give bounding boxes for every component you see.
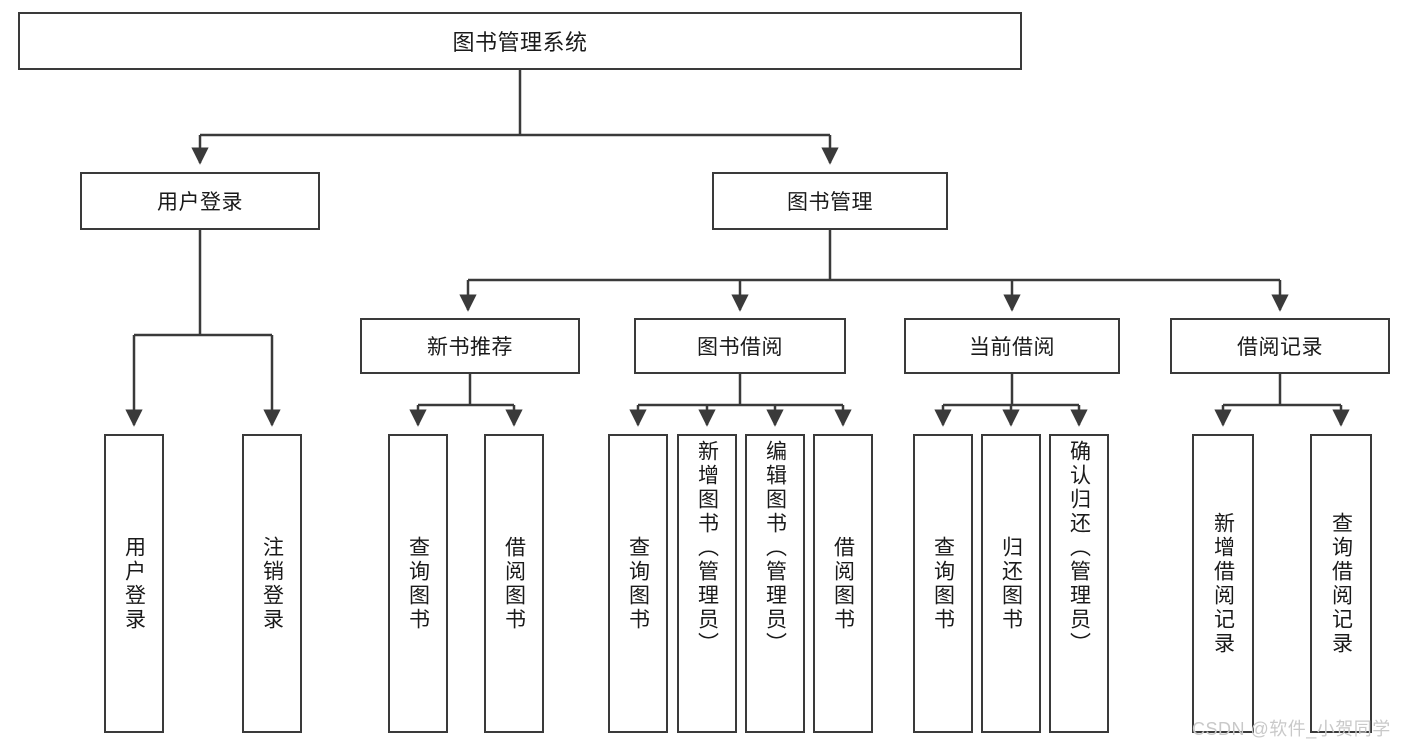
node-current-borrow[interactable]: 当前借阅 — [904, 318, 1120, 374]
csdn-watermark: CSDN @软件_小贺同学 — [1192, 719, 1391, 739]
node-leaf-query-book-2-label: 查询图书 — [626, 535, 650, 632]
node-new-book-recommend[interactable]: 新书推荐 — [360, 318, 580, 374]
node-leaf-user-login[interactable]: 用户登录 — [104, 434, 164, 733]
node-leaf-edit-book-admin-label: 编辑图书（管理员） — [763, 440, 787, 656]
node-leaf-borrow-book-2[interactable]: 借阅图书 — [813, 434, 873, 733]
node-user-login-label: 用户登录 — [157, 191, 243, 214]
node-leaf-query-book-1-label: 查询图书 — [406, 535, 430, 632]
node-book-borrow-label: 图书借阅 — [697, 336, 783, 359]
node-leaf-user-login-label: 用户登录 — [122, 535, 146, 632]
node-leaf-query-book-2[interactable]: 查询图书 — [608, 434, 668, 733]
node-leaf-return-book[interactable]: 归还图书 — [981, 434, 1041, 733]
node-leaf-confirm-return-admin[interactable]: 确认归还（管理员） — [1049, 434, 1109, 733]
node-user-login[interactable]: 用户登录 — [80, 172, 320, 230]
node-leaf-add-borrow-record-label: 新增借阅记录 — [1211, 511, 1235, 656]
node-root[interactable]: 图书管理系统 — [18, 12, 1022, 70]
node-book-manage-label: 图书管理 — [787, 191, 873, 214]
node-root-label: 图书管理系统 — [452, 30, 588, 55]
node-leaf-borrow-book-1-label: 借阅图书 — [502, 535, 526, 632]
node-leaf-query-book-3[interactable]: 查询图书 — [913, 434, 973, 733]
node-borrow-record[interactable]: 借阅记录 — [1170, 318, 1390, 374]
node-leaf-add-book-admin[interactable]: 新增图书（管理员） — [677, 434, 737, 733]
node-leaf-user-logout[interactable]: 注销登录 — [242, 434, 302, 733]
node-borrow-record-label: 借阅记录 — [1237, 336, 1323, 359]
node-leaf-add-borrow-record[interactable]: 新增借阅记录 — [1192, 434, 1254, 733]
node-book-manage[interactable]: 图书管理 — [712, 172, 948, 230]
node-new-book-recommend-label: 新书推荐 — [427, 336, 513, 359]
node-leaf-query-book-3-label: 查询图书 — [931, 535, 955, 632]
node-leaf-add-book-admin-label: 新增图书（管理员） — [695, 440, 719, 656]
node-leaf-edit-book-admin[interactable]: 编辑图书（管理员） — [745, 434, 805, 733]
node-current-borrow-label: 当前借阅 — [969, 336, 1055, 359]
node-leaf-borrow-book-2-label: 借阅图书 — [831, 535, 855, 632]
node-leaf-query-borrow-record-label: 查询借阅记录 — [1329, 511, 1353, 656]
node-leaf-borrow-book-1[interactable]: 借阅图书 — [484, 434, 544, 733]
node-leaf-query-book-1[interactable]: 查询图书 — [388, 434, 448, 733]
node-leaf-user-logout-label: 注销登录 — [260, 535, 284, 632]
node-leaf-query-borrow-record[interactable]: 查询借阅记录 — [1310, 434, 1372, 733]
node-book-borrow[interactable]: 图书借阅 — [634, 318, 846, 374]
node-leaf-confirm-return-admin-label: 确认归还（管理员） — [1067, 440, 1091, 656]
node-leaf-return-book-label: 归还图书 — [999, 535, 1023, 632]
